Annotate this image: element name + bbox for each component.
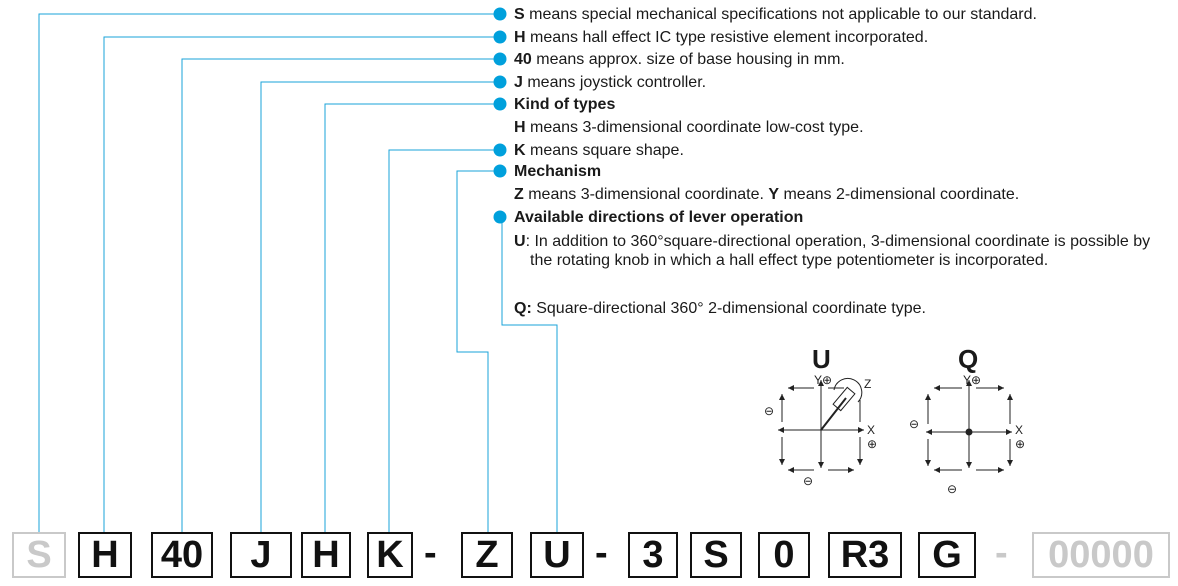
- leader-kind: [324, 103, 500, 534]
- diagram-q-title: Q: [958, 344, 979, 374]
- desc-key: S: [514, 6, 525, 23]
- q-minus-bottom-label: ⊖: [947, 482, 958, 496]
- desc-text: means square shape.: [525, 142, 684, 159]
- code-box-h-type: H: [301, 532, 351, 578]
- desc-text: : In addition to 360°square-directional …: [525, 233, 1151, 269]
- code-box-r3: R3: [828, 532, 902, 578]
- heading-mechanism: Mechanism: [514, 163, 602, 180]
- u-z-axis-label: Z: [864, 377, 872, 391]
- q-minus-left-label: ⊖: [909, 417, 920, 431]
- leader-k: [388, 149, 500, 534]
- q-y-axis-label: Y⊕: [963, 373, 982, 387]
- desc-text: means joystick controller.: [522, 74, 707, 91]
- leader-s: [38, 13, 500, 534]
- q-x-plus-label: ⊕: [1015, 437, 1026, 451]
- code-box-j: J: [230, 532, 292, 578]
- diagram-u: [778, 377, 864, 473]
- code-box-g: G: [918, 532, 976, 578]
- desc-key: Q:: [514, 300, 532, 317]
- desc-joystick: J means joystick controller.: [514, 73, 706, 92]
- bullet-dot: [493, 52, 507, 66]
- diagram-q: [925, 380, 1013, 473]
- bullet-dot: [493, 210, 507, 224]
- bullet-dot: [493, 7, 507, 21]
- code-separator: -: [595, 532, 608, 574]
- desc-square-shape: K means square shape.: [514, 141, 684, 160]
- leader-40: [181, 58, 500, 534]
- code-box-z: Z: [461, 532, 513, 578]
- desc-text: means 2-dimensional coordinate.: [779, 186, 1020, 203]
- code-box-k: K: [367, 532, 413, 578]
- code-separator: -: [995, 532, 1008, 574]
- u-y-axis-label: Y⊕: [814, 373, 833, 387]
- desc-key: Z: [514, 186, 524, 203]
- code-box-u: U: [530, 532, 584, 578]
- desc-u-type: U: In addition to 360°square-directional…: [514, 232, 1164, 270]
- bullet-dot: [493, 75, 507, 89]
- code-box-s: S: [690, 532, 742, 578]
- code-separator: -: [424, 532, 437, 574]
- code-box-3: 3: [628, 532, 678, 578]
- desc-text: means approx. size of base housing in mm…: [531, 51, 845, 68]
- leader-u: [501, 217, 558, 534]
- leader-h: [103, 36, 500, 534]
- leader-z: [456, 170, 500, 534]
- desc-hall-effect: H means hall effect IC type resistive el…: [514, 28, 928, 47]
- desc-text: means hall effect IC type resistive elem…: [525, 29, 929, 46]
- diagram-u-title: U: [812, 344, 831, 374]
- code-box-40: 40: [151, 532, 213, 578]
- desc-low-cost-type: H means 3-dimensional coordinate low-cos…: [514, 118, 864, 137]
- q-x-axis-label: X: [1015, 423, 1024, 437]
- code-box-00000: 00000: [1032, 532, 1170, 578]
- desc-key: H: [514, 29, 526, 46]
- desc-base-size: 40 means approx. size of base housing in…: [514, 50, 845, 69]
- bullet-dot: [493, 164, 507, 178]
- desc-text: means special mechanical specifications …: [524, 6, 1037, 23]
- desc-special-spec: S means special mechanical specification…: [514, 5, 1037, 24]
- code-box-s-option: S: [12, 532, 66, 578]
- desc-key: Y: [768, 186, 780, 203]
- heading-kind-of-types: Kind of types: [514, 96, 616, 113]
- u-x-axis-label: X: [867, 423, 876, 437]
- bullet-dot: [493, 97, 507, 111]
- desc-text: means 3-dimensional coordinate low-cost …: [525, 119, 864, 136]
- desc-q-type: Q: Square-directional 360° 2-dimensional…: [514, 299, 926, 318]
- desc-text: Square-directional 360° 2-dimensional co…: [531, 300, 926, 317]
- desc-key: U: [514, 233, 526, 250]
- desc-mechanism: Z means 3-dimensional coordinate. Y mean…: [514, 185, 1019, 204]
- u-x-plus-label: ⊕: [867, 437, 878, 451]
- code-box-h: H: [78, 532, 132, 578]
- leader-j: [260, 81, 500, 534]
- desc-key: J: [514, 74, 523, 91]
- bullet-dot: [493, 30, 507, 44]
- desc-text: means 3-dimensional coordinate.: [523, 186, 769, 203]
- desc-key: 40: [514, 51, 532, 68]
- bullet-dot: [493, 143, 507, 157]
- desc-key: K: [514, 142, 526, 159]
- u-minus-bottom-label: ⊖: [803, 474, 814, 488]
- heading-lever-directions: Available directions of lever operation: [514, 209, 804, 226]
- code-box-0: 0: [758, 532, 810, 578]
- u-minus-left-label: ⊖: [764, 404, 775, 418]
- desc-key: H: [514, 119, 526, 136]
